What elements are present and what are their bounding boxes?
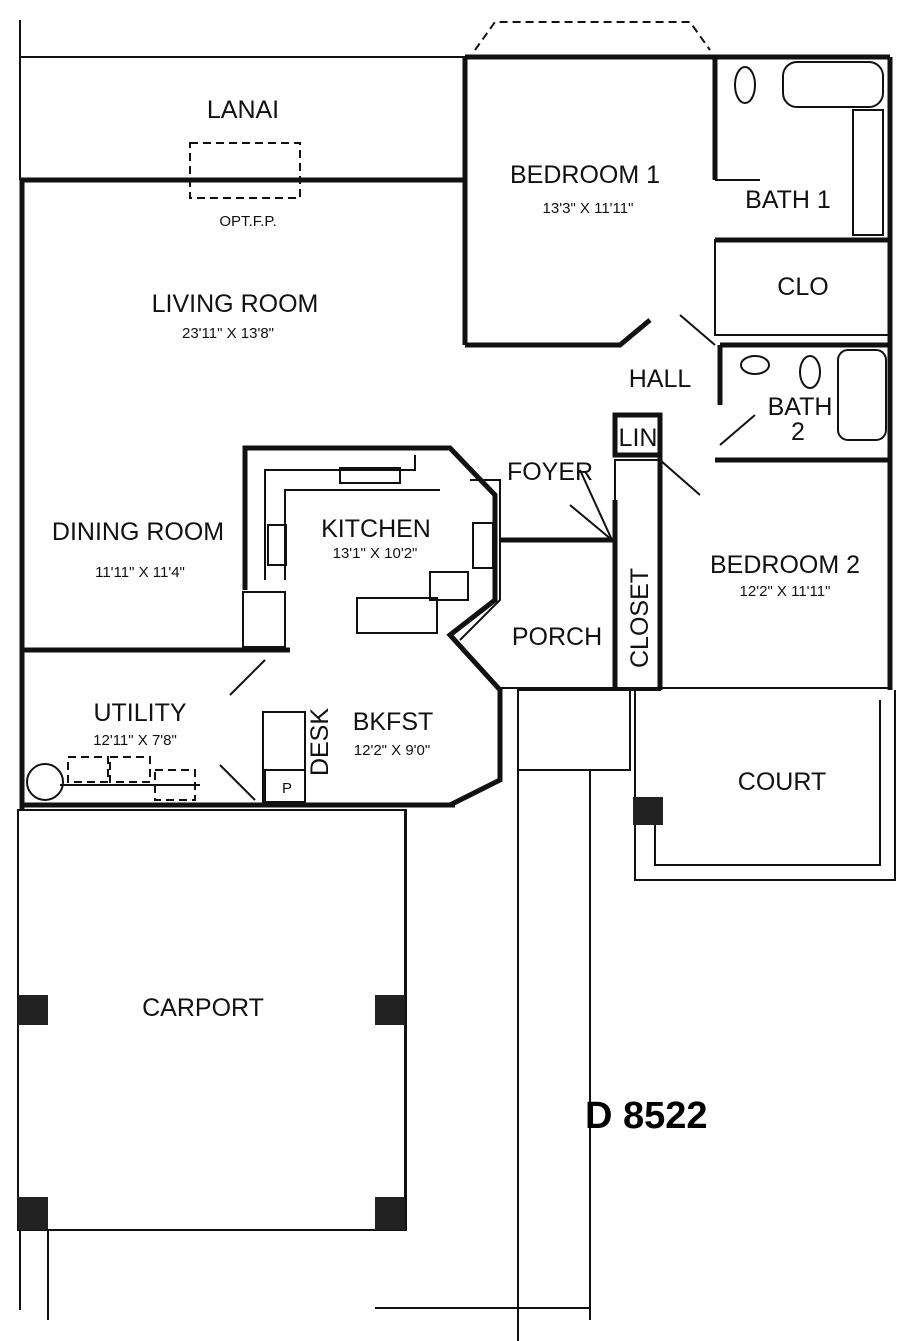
foyer-label: FOYER <box>507 458 593 486</box>
water-heater <box>26 763 64 801</box>
sink-2 <box>740 355 770 375</box>
bath1-label: BATH 1 <box>745 186 831 214</box>
vanity-1 <box>852 109 884 236</box>
toilet-1 <box>734 66 756 104</box>
hall-label: HALL <box>629 365 692 393</box>
clo-label: CLO <box>777 273 828 301</box>
dining-room-label: DINING ROOM <box>52 518 224 546</box>
bedroom1-dims: 13'3" X 11'11" <box>543 200 634 217</box>
dining-room-dims: 11'11" X 11'4" <box>95 564 185 581</box>
breakfast-dims: 12'2" X 9'0" <box>354 742 430 759</box>
utility-label: UTILITY <box>93 699 186 727</box>
kitchen-label: KITCHEN <box>321 515 431 543</box>
living-room-dims: 23'11" X 13'8" <box>182 325 274 342</box>
lanai-area <box>19 20 711 199</box>
toilet-2 <box>799 355 821 389</box>
lanai-label: LANAI <box>207 96 279 124</box>
utility-dims: 12'11" X 7'8" <box>93 732 177 749</box>
breakfast-label: BKFST <box>353 708 434 736</box>
porch-label: PORCH <box>512 623 602 651</box>
bathtub-2 <box>837 349 887 441</box>
sink <box>429 571 469 601</box>
carport-label: CARPORT <box>142 994 264 1022</box>
desk-label: DESK <box>306 708 334 776</box>
fireplace-label: OPT.F.P. <box>219 213 276 230</box>
walls <box>17 54 896 1341</box>
bedroom2-dims: 12'2" X 11'11" <box>740 583 831 600</box>
bay-window <box>474 21 711 51</box>
kitchen-dims: 13'1" X 10'2" <box>333 545 418 562</box>
fireplace-outline <box>189 142 301 199</box>
bath2-number: 2 <box>791 418 805 446</box>
bathtub-1 <box>782 61 884 108</box>
bedroom1-label: BEDROOM 1 <box>510 161 660 189</box>
pantry-label: P <box>282 780 292 797</box>
closet-label: CLOSET <box>626 568 654 668</box>
island <box>356 597 438 634</box>
bedroom2-label: BEDROOM 2 <box>710 551 860 579</box>
living-room-label: LIVING ROOM <box>152 290 319 318</box>
plan-code: D 8522 <box>585 1095 708 1137</box>
bath2-label: BATH <box>768 393 833 421</box>
court-label: COURT <box>738 768 826 796</box>
linen-label: LIN <box>619 424 658 452</box>
